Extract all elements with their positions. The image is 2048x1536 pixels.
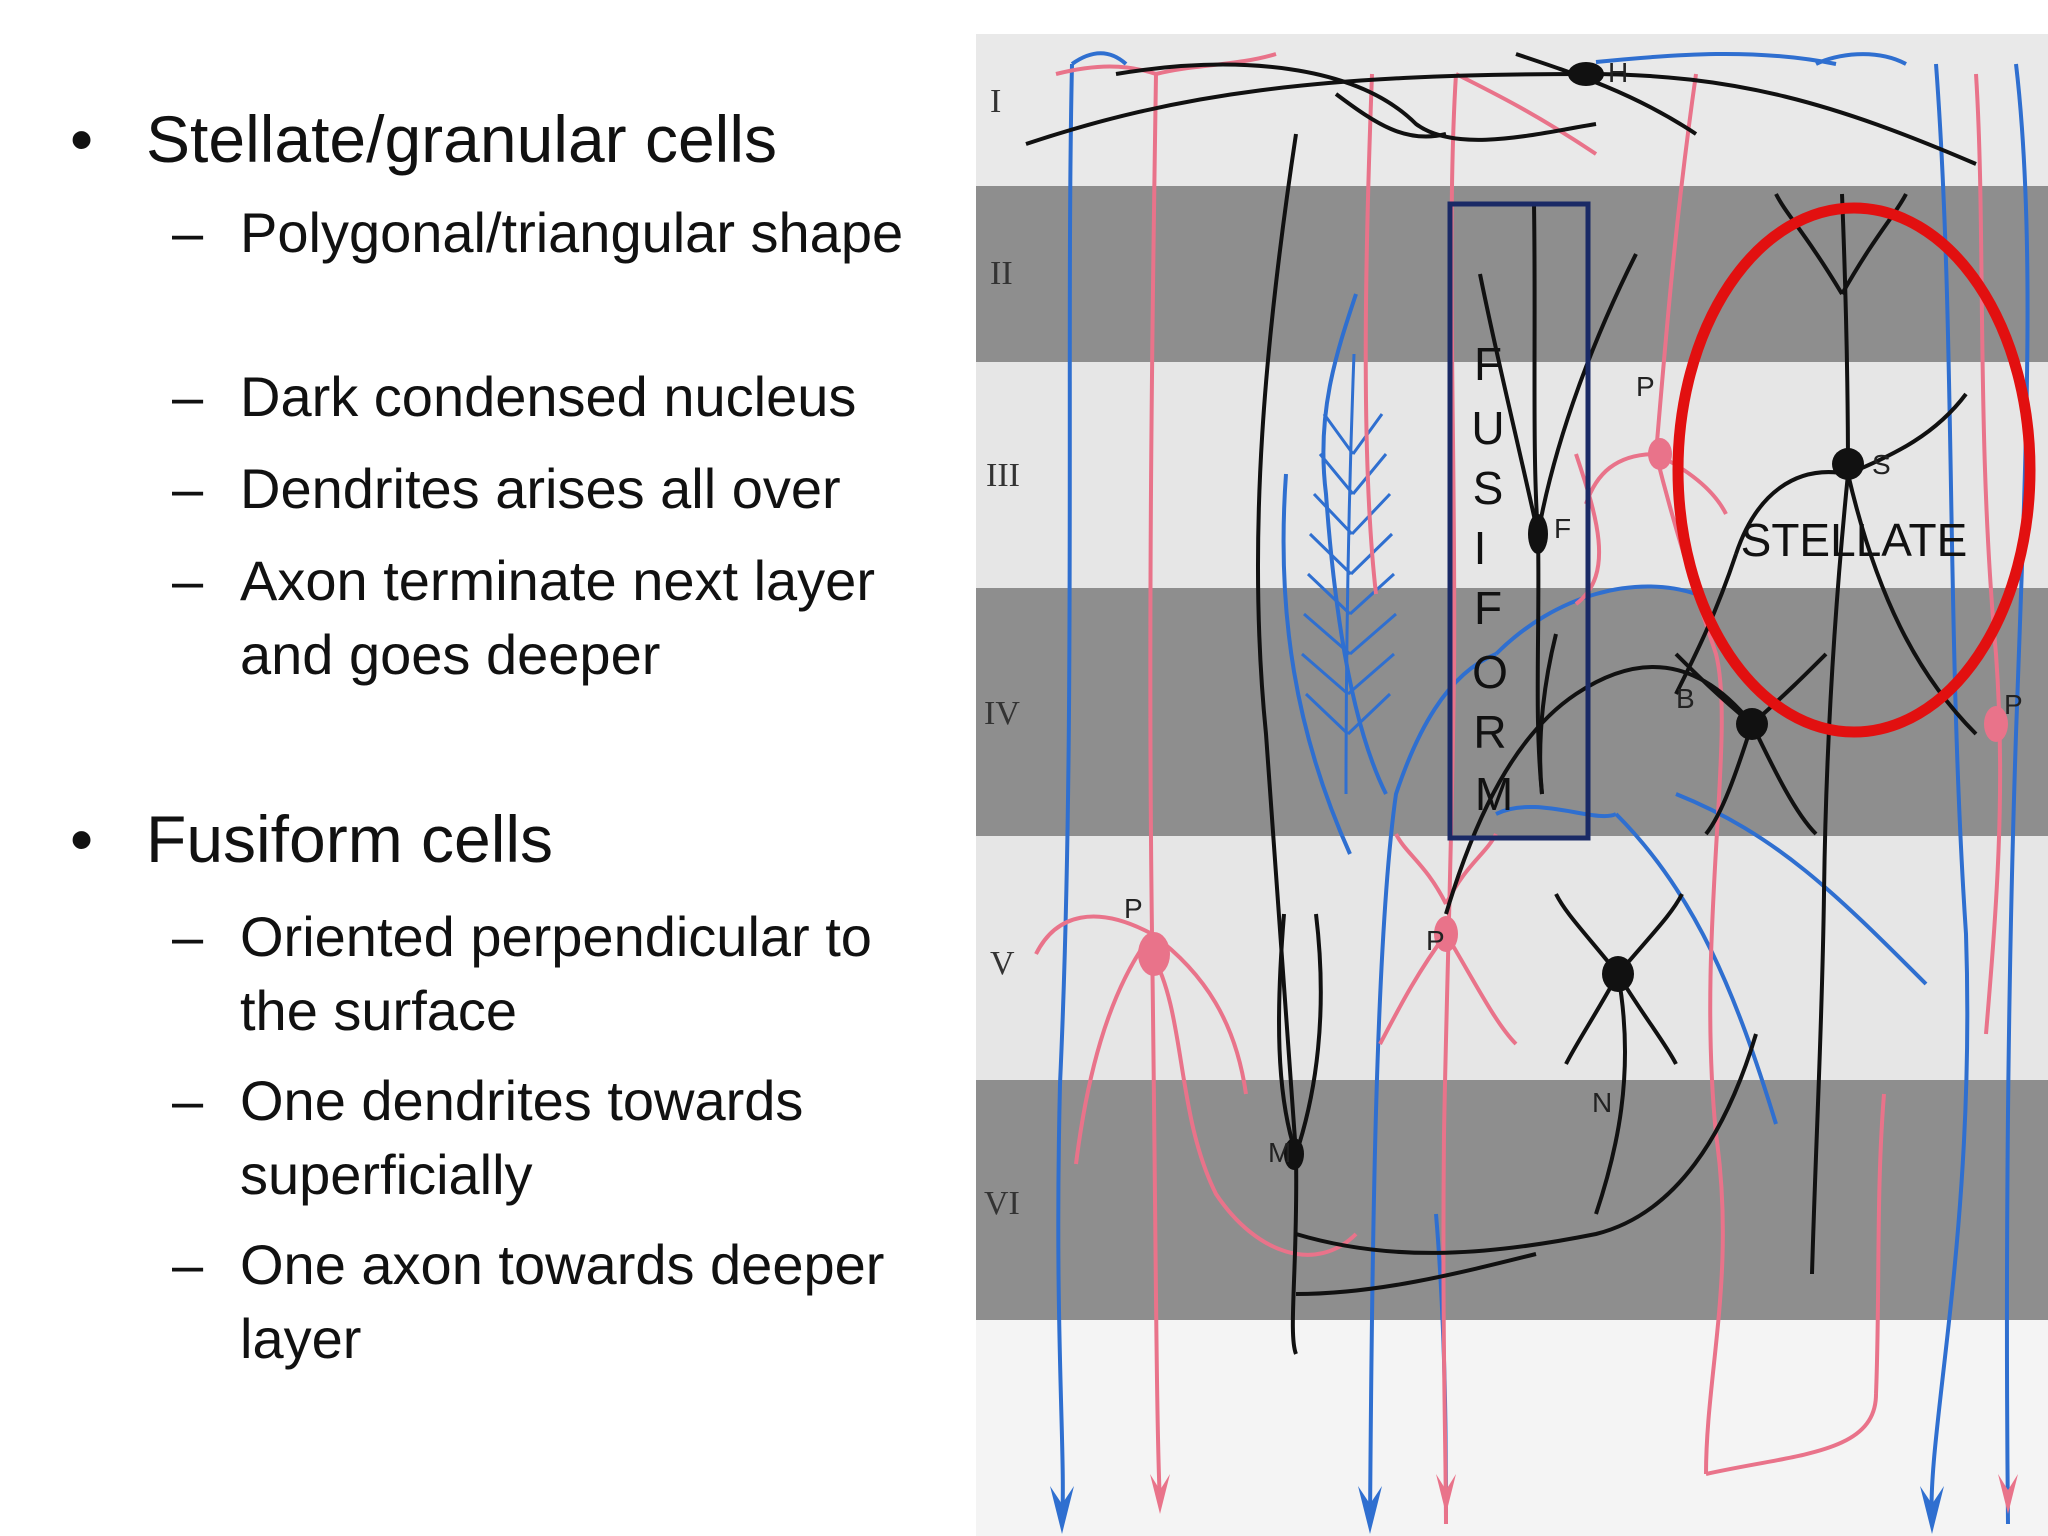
sub-glyph: – <box>172 905 204 968</box>
fusiform-letter: M <box>1475 768 1513 820</box>
blue-fibers <box>1056 51 2030 1525</box>
layer-labels: I II III IV V VI <box>984 83 1020 1222</box>
neuron-diagram: I II III IV V VI <box>976 34 2048 1536</box>
cell-label-H: H <box>1608 57 1628 88</box>
fusiform-letter: F <box>1474 338 1502 390</box>
cell-label-P-left: P <box>1124 893 1143 924</box>
bullet-glyph: • <box>70 802 94 876</box>
cell-label-M: M <box>1268 1137 1291 1168</box>
subitem-label: One dendrites towards superficially <box>240 1069 804 1206</box>
subitem-label: Oriented perpendicular to the surface <box>240 905 872 1042</box>
cell-label-P-right: P <box>2004 689 2023 720</box>
subitem-label: One axon towards deeper layer <box>240 1233 885 1370</box>
fusiform-vertical-label: F U S I F O R M <box>1471 338 1513 820</box>
cell-label-B: B <box>1676 683 1695 714</box>
fusiform-letter: U <box>1471 402 1504 454</box>
layer-label-1: I <box>990 83 1001 120</box>
pink-arrowheads <box>1150 1474 2018 1514</box>
layer-label-2: II <box>990 255 1013 292</box>
layer-band-4 <box>976 588 2048 836</box>
sub-glyph: – <box>172 365 204 428</box>
fusiform-letter: I <box>1474 522 1487 574</box>
bullet-title-stellate: Stellate/granular cells <box>146 102 777 176</box>
fusiform-letter: F <box>1474 582 1502 634</box>
subitem-label: Polygonal/triangular shape <box>240 201 904 264</box>
sub-glyph: – <box>172 457 204 520</box>
subitem-label: Dendrites arises all over <box>240 457 841 520</box>
white-matter <box>976 1320 2048 1536</box>
fusiform-letter: R <box>1473 706 1506 758</box>
cell-label-P-mid: P <box>1426 925 1445 956</box>
cell-label-N: N <box>1592 1087 1612 1118</box>
sub-glyph: – <box>172 1233 204 1296</box>
black-neurons <box>1025 52 1978 1355</box>
sub-glyph: – <box>172 1069 204 1132</box>
layer-band-6 <box>976 1080 2048 1320</box>
text-column: • Stellate/granular cells – Polygonal/tr… <box>0 0 960 1536</box>
stellate-highlight-circle <box>1672 202 2036 738</box>
cortex-layers-figure: I II III IV V VI <box>976 34 2048 1536</box>
layer-label-3: III <box>986 457 1020 494</box>
fusiform-letter: S <box>1473 462 1504 514</box>
layer-label-4: IV <box>984 695 1020 732</box>
fusiform-letter: O <box>1472 646 1508 698</box>
blue-arrowheads <box>1050 1486 1944 1534</box>
black-somas <box>1284 62 1864 1170</box>
cell-label-S: S <box>1872 449 1891 480</box>
subitem-label: Dark condensed nucleus <box>240 365 857 428</box>
cell-label-F: F <box>1554 513 1571 544</box>
stellate-label: STELLATE <box>1741 514 1968 566</box>
sub-glyph: – <box>172 549 204 612</box>
bullet-title-fusiform: Fusiform cells <box>146 802 554 876</box>
cell-label-P-upper: P <box>1636 371 1655 402</box>
layer-label-5: V <box>990 945 1015 982</box>
sub-glyph: – <box>172 201 204 264</box>
pink-somas <box>1138 438 2008 976</box>
layer-label-6: VI <box>984 1185 1020 1222</box>
subitem-label: Axon terminate next layer and goes deepe… <box>240 549 875 686</box>
bullet-glyph: • <box>70 102 94 176</box>
fusiform-highlight-box <box>1447 201 1591 841</box>
cell-labels: H P F S B P P N M P <box>1124 57 2023 1168</box>
